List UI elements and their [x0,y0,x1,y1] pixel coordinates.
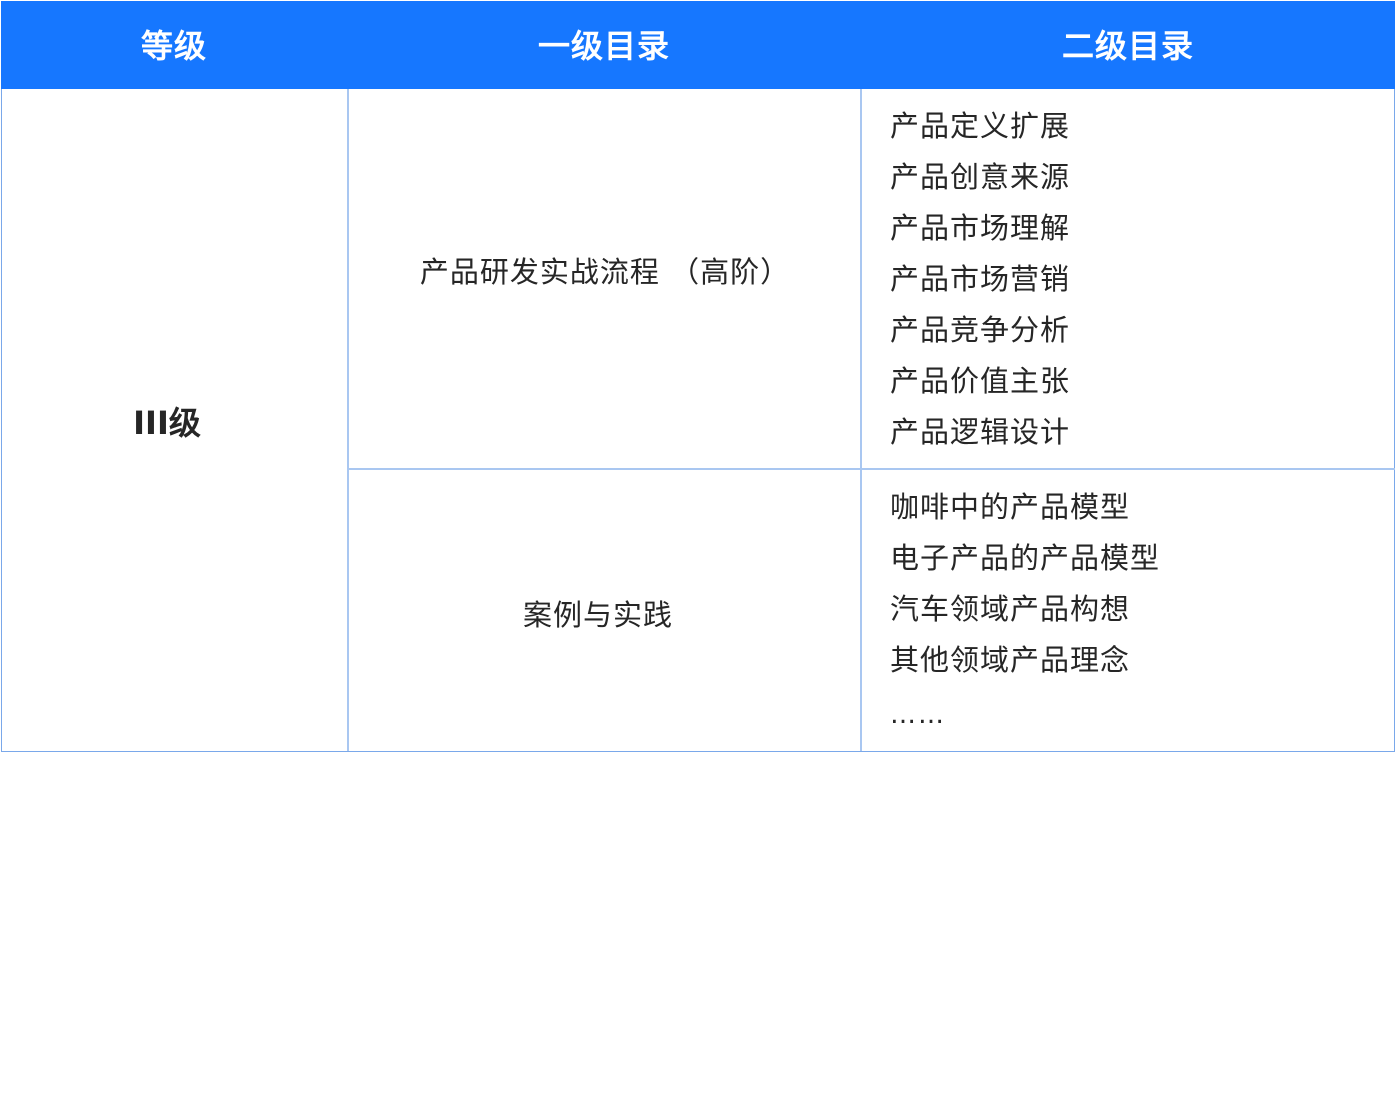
list-item: 电子产品的产品模型 [890,541,1161,575]
list-item: 产品价值主张 [890,364,1071,398]
secondary-directory-list: 产品定义扩展 产品创意来源 产品市场理解 产品市场营销 产品竞争分析 产品价值主… [890,101,1070,458]
column-divider-2 [860,89,862,751]
column-divider-1 [347,89,349,751]
header-secondary-directory: 二级目录 [1061,27,1194,65]
list-item: 产品定义扩展 [890,109,1071,143]
header-level: 等级 [140,27,207,65]
more-ellipsis: …… [890,700,946,730]
row-divider [348,468,1395,470]
secondary-directory-list: 咖啡中的产品模型 电子产品的产品模型 汽车领域产品构想 其他领域产品理念 [890,482,1160,686]
curriculum-table: 等级 一级目录 二级目录 III级 产品研发实战流程 （高阶） 案例与实践 [1,1,1395,752]
header-primary-directory: 一级目录 [537,27,670,65]
list-item: 其他领域产品理念 [890,643,1131,677]
primary-directory-cell: 案例与实践 [522,597,673,632]
list-item: 产品市场营销 [890,262,1071,296]
list-item: 汽车领域产品构想 [890,592,1131,626]
table-header: 等级 一级目录 二级目录 [1,1,1395,89]
list-item: 咖啡中的产品模型 [890,490,1131,524]
list-item: 产品竞争分析 [890,313,1071,347]
list-item: 产品创意来源 [890,160,1071,194]
level-cell: III级 [133,403,201,442]
list-item: 产品市场理解 [890,211,1071,245]
primary-directory-cell: 产品研发实战流程 （高阶） [419,255,791,289]
list-item: 产品逻辑设计 [890,415,1071,449]
